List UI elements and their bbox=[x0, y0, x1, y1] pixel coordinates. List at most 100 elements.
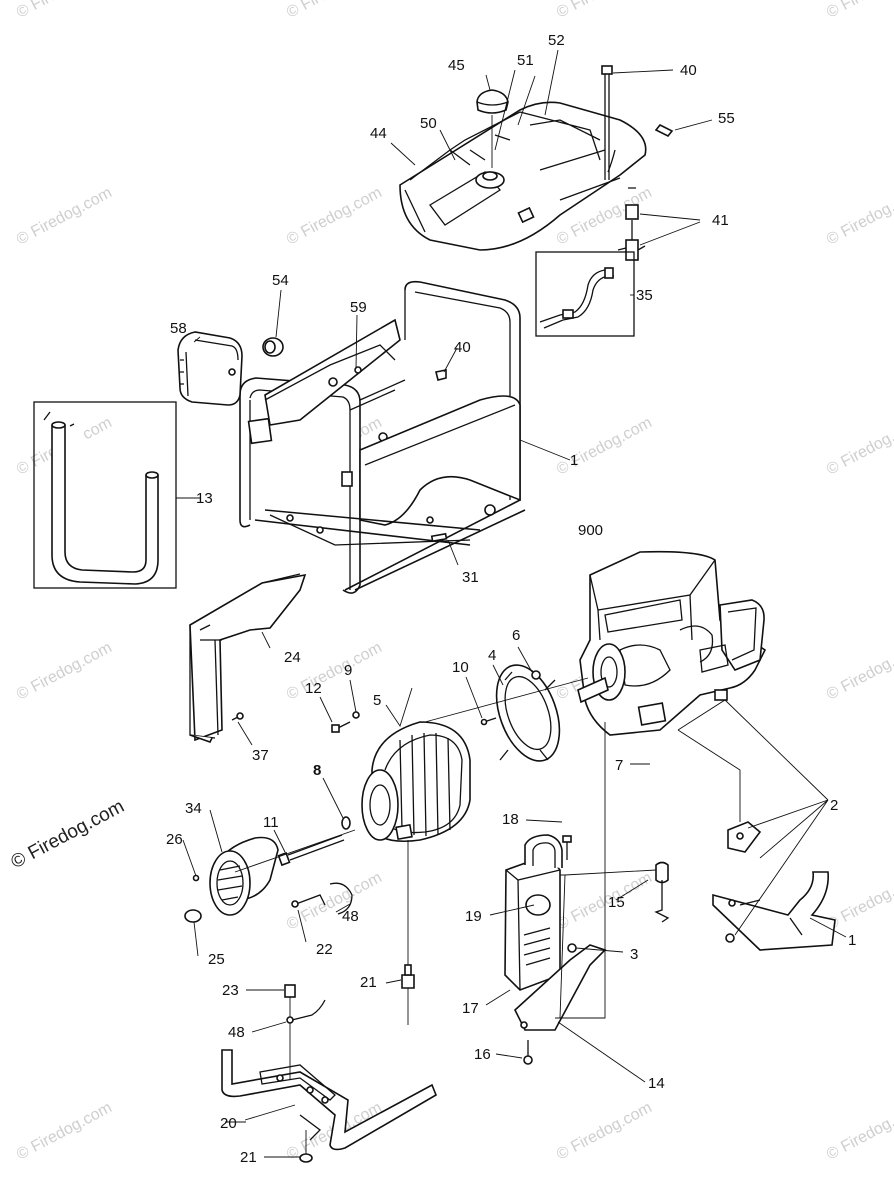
fuse-15 bbox=[654, 861, 670, 923]
callout-21-nut: 21 bbox=[240, 1149, 257, 1166]
callout-19: 19 bbox=[465, 908, 482, 925]
watermark: © Firedog.com bbox=[824, 414, 894, 478]
frame bbox=[239, 280, 526, 594]
callout-23: 23 bbox=[222, 982, 239, 999]
fuel-line-box bbox=[535, 251, 635, 337]
watermark: © Firedog.com bbox=[14, 1099, 115, 1163]
washer-8 bbox=[341, 816, 351, 830]
nut-21b bbox=[299, 1130, 313, 1163]
callout-8: 8 bbox=[313, 762, 321, 779]
callout-55: 55 bbox=[718, 110, 735, 127]
engine bbox=[577, 550, 767, 736]
bracket-14 bbox=[514, 943, 607, 1031]
watermark: © Firedog.com bbox=[14, 0, 115, 22]
callout-20: 20 bbox=[220, 1115, 237, 1132]
watermark: © Firedog.com bbox=[824, 639, 894, 703]
callout-12: 12 bbox=[305, 680, 322, 697]
callout-1-frame: 1 bbox=[570, 452, 578, 469]
control-box bbox=[504, 834, 563, 991]
screw-26 bbox=[192, 874, 200, 882]
callout-31: 31 bbox=[462, 569, 479, 586]
callout-44: 44 bbox=[370, 125, 387, 142]
engine-mount bbox=[677, 729, 762, 853]
bumper-23 bbox=[284, 984, 296, 1080]
callout-9: 9 bbox=[344, 662, 352, 679]
callout-48-frame: 48 bbox=[228, 1024, 245, 1041]
end-cover bbox=[209, 836, 279, 916]
callout-50: 50 bbox=[420, 115, 437, 132]
callout-1-foot: 1 bbox=[848, 932, 856, 949]
callout-11: 11 bbox=[263, 814, 279, 831]
watermark: © Firedog.com bbox=[14, 639, 115, 703]
watermark: © Firedog.com bbox=[824, 184, 894, 248]
callout-40: 40 bbox=[680, 62, 697, 79]
adapter-ring bbox=[495, 664, 561, 762]
watermark: © Firedog.com bbox=[284, 0, 385, 22]
callout-45: 45 bbox=[448, 57, 465, 74]
muffler-58 bbox=[177, 331, 243, 406]
bolt-16 bbox=[523, 1040, 533, 1065]
callout-14: 14 bbox=[648, 1075, 665, 1092]
screw-37 bbox=[231, 712, 244, 721]
fuel-valve bbox=[617, 187, 646, 261]
watermark: © Firedog.com bbox=[824, 0, 894, 22]
callout-48-rotor: 48 bbox=[342, 908, 359, 925]
fuel-cap bbox=[476, 89, 509, 168]
callout-35: 35 bbox=[636, 287, 653, 304]
callout-7: 7 bbox=[615, 757, 623, 774]
callout-34: 34 bbox=[185, 800, 202, 817]
callout-6: 6 bbox=[512, 627, 520, 644]
callout-51: 51 bbox=[517, 52, 534, 69]
callout-10: 10 bbox=[452, 659, 469, 676]
tank-bolt bbox=[601, 65, 613, 180]
bolt-10 bbox=[480, 717, 497, 726]
watermark: © Firedog.com bbox=[554, 1099, 655, 1163]
callout-13: 13 bbox=[196, 490, 213, 507]
callout-2: 2 bbox=[830, 797, 838, 814]
watermark: © Firedog.com bbox=[824, 1099, 894, 1163]
callout-37: 37 bbox=[252, 747, 269, 764]
watermark: © Firedog.com bbox=[14, 184, 115, 248]
callout-52: 52 bbox=[548, 32, 565, 49]
callout-22: 22 bbox=[316, 941, 333, 958]
wheel-frame bbox=[221, 1049, 437, 1151]
watermark: © Firedog.com bbox=[554, 869, 655, 933]
callout-labels: 40 52 51 45 50 44 55 41 35 54 58 59 40 1… bbox=[166, 32, 856, 1166]
callout-5: 5 bbox=[373, 692, 381, 709]
thru-bolt-11 bbox=[277, 834, 345, 867]
callout-17: 17 bbox=[462, 1000, 479, 1017]
panel-24 bbox=[189, 573, 307, 743]
nut-6 bbox=[531, 670, 541, 680]
bolt-12 bbox=[331, 721, 351, 733]
callout-25: 25 bbox=[208, 951, 225, 968]
watermark: © Firedog.com bbox=[284, 869, 385, 933]
washer-9 bbox=[352, 711, 360, 719]
callout-59: 59 bbox=[350, 299, 367, 316]
wire-harness-48a bbox=[291, 882, 353, 915]
callout-58: 58 bbox=[170, 320, 187, 337]
callout-18: 18 bbox=[502, 811, 519, 828]
callout-21-mount: 21 bbox=[360, 974, 377, 991]
callout-15: 15 bbox=[608, 894, 625, 911]
callout-3: 3 bbox=[630, 946, 638, 963]
callout-41: 41 bbox=[712, 212, 729, 229]
callout-54: 54 bbox=[272, 272, 289, 289]
watermark: © Firedog.com bbox=[284, 184, 385, 248]
callout-40-frame: 40 bbox=[454, 339, 471, 356]
fuel-tank bbox=[399, 101, 647, 251]
clip-40 bbox=[435, 369, 447, 381]
grommet-54 bbox=[262, 337, 284, 357]
vibration-mount-21a bbox=[401, 840, 415, 1025]
callout-26: 26 bbox=[166, 831, 183, 848]
plug-25 bbox=[184, 909, 202, 923]
callout-4: 4 bbox=[488, 647, 496, 664]
decal-55 bbox=[654, 123, 674, 138]
callout-16: 16 bbox=[474, 1046, 491, 1063]
callout-900: 900 bbox=[578, 522, 603, 539]
wire-harness-48b bbox=[286, 999, 326, 1024]
bolt-18 bbox=[562, 835, 572, 860]
alternator-stator bbox=[361, 721, 471, 843]
handle-box bbox=[33, 401, 177, 589]
leader-lines bbox=[176, 49, 847, 1158]
